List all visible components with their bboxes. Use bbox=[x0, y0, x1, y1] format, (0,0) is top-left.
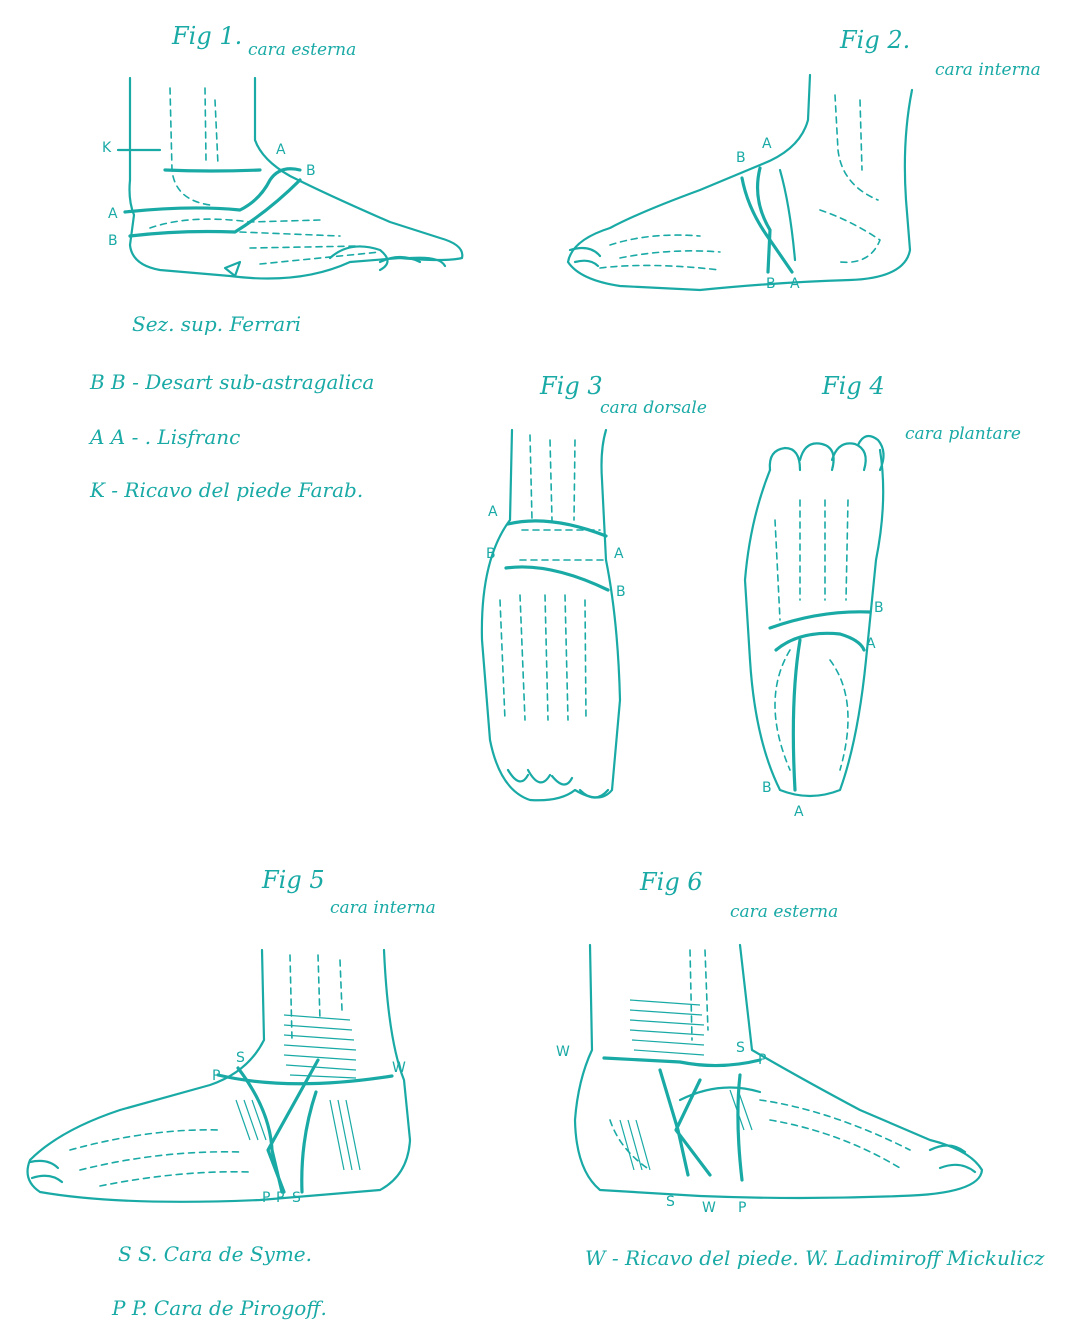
fig2-label-a-bottom: A bbox=[790, 276, 800, 292]
fig3-label-a-left: A bbox=[488, 504, 498, 520]
fig5-title: Fig 5 bbox=[262, 866, 325, 894]
fig1-label-b-top: B bbox=[306, 163, 316, 179]
fig3-label-a-right: A bbox=[614, 546, 624, 562]
fig4-subtitle: cara plantare bbox=[905, 424, 1021, 444]
fig5-label-p-bottom-2: P bbox=[276, 1190, 284, 1206]
fig6-foot-drawing bbox=[575, 945, 982, 1198]
fig5-label-s-top: S bbox=[236, 1050, 245, 1066]
legend-bottom-left-line-1: S S. Cara de Syme. bbox=[118, 1242, 312, 1266]
fig6-subtitle: cara esterna bbox=[730, 902, 838, 922]
fig5-subtitle: cara interna bbox=[330, 898, 436, 918]
fig1-label-b: B bbox=[108, 233, 118, 249]
fig3-subtitle: cara dorsale bbox=[600, 398, 707, 418]
fig1-label-a: A bbox=[108, 206, 118, 222]
fig6-label-s-top: S bbox=[736, 1040, 745, 1056]
fig5-label-p-top: P bbox=[212, 1068, 220, 1084]
fig3-title: Fig 3 bbox=[540, 372, 603, 400]
fig4-label-b-bottom: B bbox=[762, 780, 772, 796]
fig6-label-p-bottom: P bbox=[738, 1200, 746, 1216]
fig3-label-b-right: B bbox=[616, 584, 626, 600]
fig4-foot-drawing bbox=[745, 436, 884, 796]
fig2-title: Fig 2. bbox=[840, 26, 910, 54]
legend-bottom-left-line-2: P P. Cara de Pirogoff. bbox=[112, 1296, 327, 1320]
fig1-title: Fig 1. bbox=[172, 22, 242, 50]
fig1-caption: Sez. sup. Ferrari bbox=[132, 312, 301, 336]
fig3-foot-drawing bbox=[482, 430, 620, 800]
fig5-label-w: W bbox=[392, 1060, 406, 1076]
fig6-label-w-bottom: W bbox=[702, 1200, 716, 1216]
legend-top-line-2: A A - . Lisfranc bbox=[90, 425, 240, 449]
fig2-label-b-top: B bbox=[736, 150, 746, 166]
fig6-label-s-bottom: S bbox=[666, 1194, 675, 1210]
fig4-title: Fig 4 bbox=[822, 372, 885, 400]
legend-bottom-right: W - Ricavo del piede. W. Ladimiroff Mick… bbox=[585, 1246, 1044, 1270]
legend-top-line-3: K - Ricavo del piede Farab. bbox=[90, 478, 363, 502]
legend-top-line-1: B B - Desart sub-astragalica bbox=[90, 370, 374, 394]
fig1-foot-drawing bbox=[118, 78, 462, 279]
fig4-label-b-right: B bbox=[874, 600, 884, 616]
fig4-label-a-bottom: A bbox=[794, 804, 804, 820]
fig5-label-p-bottom: P bbox=[262, 1190, 270, 1206]
fig3-label-b-left: B bbox=[486, 546, 496, 562]
fig1-label-k: K bbox=[102, 140, 111, 156]
fig4-label-a-right: A bbox=[866, 636, 876, 652]
fig6-label-w-left: W bbox=[556, 1044, 570, 1060]
fig6-title: Fig 6 bbox=[640, 868, 703, 896]
fig2-label-a-top: A bbox=[762, 136, 772, 152]
fig2-label-b-bottom: B bbox=[766, 276, 776, 292]
fig2-foot-drawing bbox=[568, 75, 912, 290]
fig1-subtitle: cara esterna bbox=[248, 40, 356, 60]
fig1-label-a-top: A bbox=[276, 142, 286, 158]
fig2-subtitle: cara interna bbox=[935, 60, 1041, 80]
fig5-label-s-bottom: S bbox=[292, 1190, 301, 1206]
fig6-label-p-top: P bbox=[758, 1052, 766, 1068]
